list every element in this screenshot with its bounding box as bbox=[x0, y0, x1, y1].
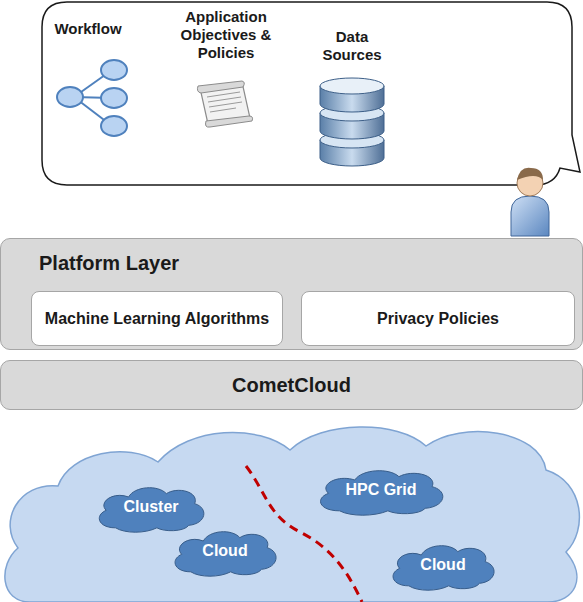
cloud-outline bbox=[99, 488, 204, 532]
user-icon bbox=[511, 168, 549, 236]
middleware-band: CometCloud bbox=[0, 360, 583, 410]
component-box: Privacy Policies bbox=[301, 291, 575, 346]
platform-layer-band: Platform LayerMachine Learning Algorithm… bbox=[0, 238, 583, 350]
input-label: Application Objectives & Policies bbox=[170, 8, 282, 62]
database-icon bbox=[320, 78, 384, 166]
resource-cloud: Cloud bbox=[386, 540, 500, 590]
cloud-outline bbox=[321, 471, 443, 515]
speech-bubble bbox=[42, 2, 580, 185]
resource-cloud: Cluster bbox=[92, 482, 210, 532]
component-box: Machine Learning Algorithms bbox=[31, 291, 283, 346]
resource-name: Cloud bbox=[202, 541, 247, 560]
resource-name: HPC Grid bbox=[345, 480, 416, 499]
resource-name: Cloud bbox=[420, 555, 465, 574]
resource-cloud: HPC Grid bbox=[312, 465, 450, 515]
node-label: CometCloud bbox=[232, 373, 351, 397]
policy-scroll-icon bbox=[197, 81, 252, 127]
node-label: Machine Learning Algorithms bbox=[45, 309, 269, 328]
input-label: Data Sources bbox=[316, 28, 388, 64]
infrastructure-cloud bbox=[5, 427, 580, 602]
input-label: Workflow bbox=[28, 20, 148, 38]
node-label: Privacy Policies bbox=[377, 309, 499, 328]
cloud-outline bbox=[175, 532, 276, 576]
workflow-icon bbox=[57, 60, 127, 136]
layer-title: Platform Layer bbox=[39, 251, 179, 275]
resource-name: Cluster bbox=[123, 497, 178, 516]
cloud-outline bbox=[393, 546, 494, 590]
resource-cloud: Cloud bbox=[168, 526, 282, 576]
